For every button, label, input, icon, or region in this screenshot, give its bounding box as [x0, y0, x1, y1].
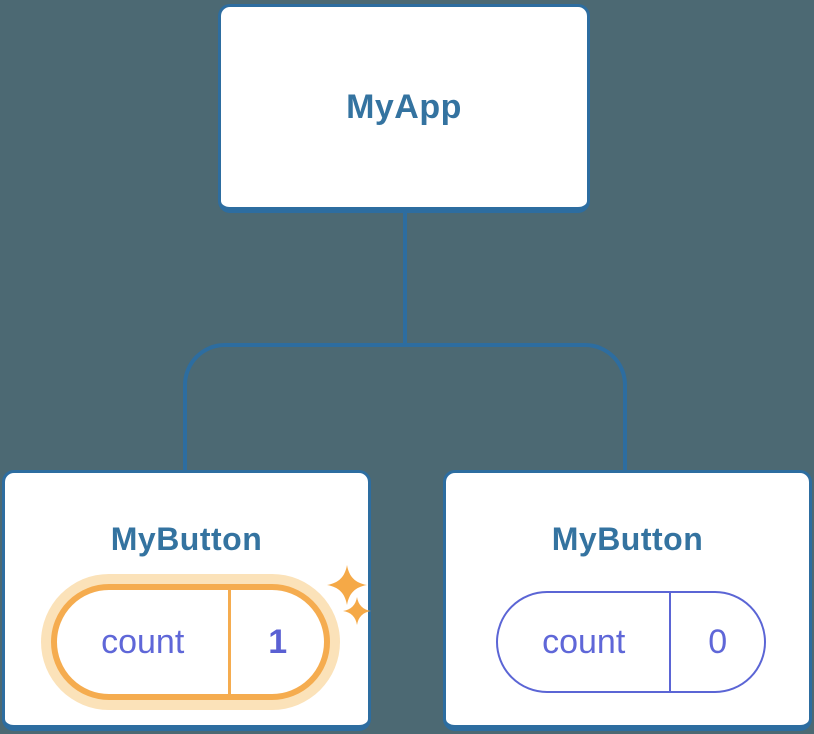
tree-connector-branch — [183, 343, 627, 470]
tree-node-mybutton-left: MyButton count 1 — [2, 470, 371, 731]
state-value: 0 — [708, 622, 728, 661]
tree-node-mybutton-right: MyButton count 0 — [443, 470, 812, 731]
count-state-pill: count 1 — [51, 584, 330, 700]
state-pill-highlight-halo: count 1 — [41, 574, 340, 710]
tree-connector-stem — [403, 213, 407, 346]
state-key-label: count — [498, 593, 672, 691]
sparkle-icon-small — [343, 597, 371, 625]
node-title: MyButton — [551, 521, 704, 557]
node-title: MyButton — [110, 521, 263, 557]
tree-node-myapp: MyApp — [218, 4, 590, 213]
state-key-label: count — [57, 590, 232, 694]
node-title: MyApp — [346, 87, 462, 126]
count-state-pill: count 0 — [496, 591, 766, 693]
state-value: 1 — [268, 622, 288, 661]
sparkle-icon-large — [327, 565, 367, 605]
